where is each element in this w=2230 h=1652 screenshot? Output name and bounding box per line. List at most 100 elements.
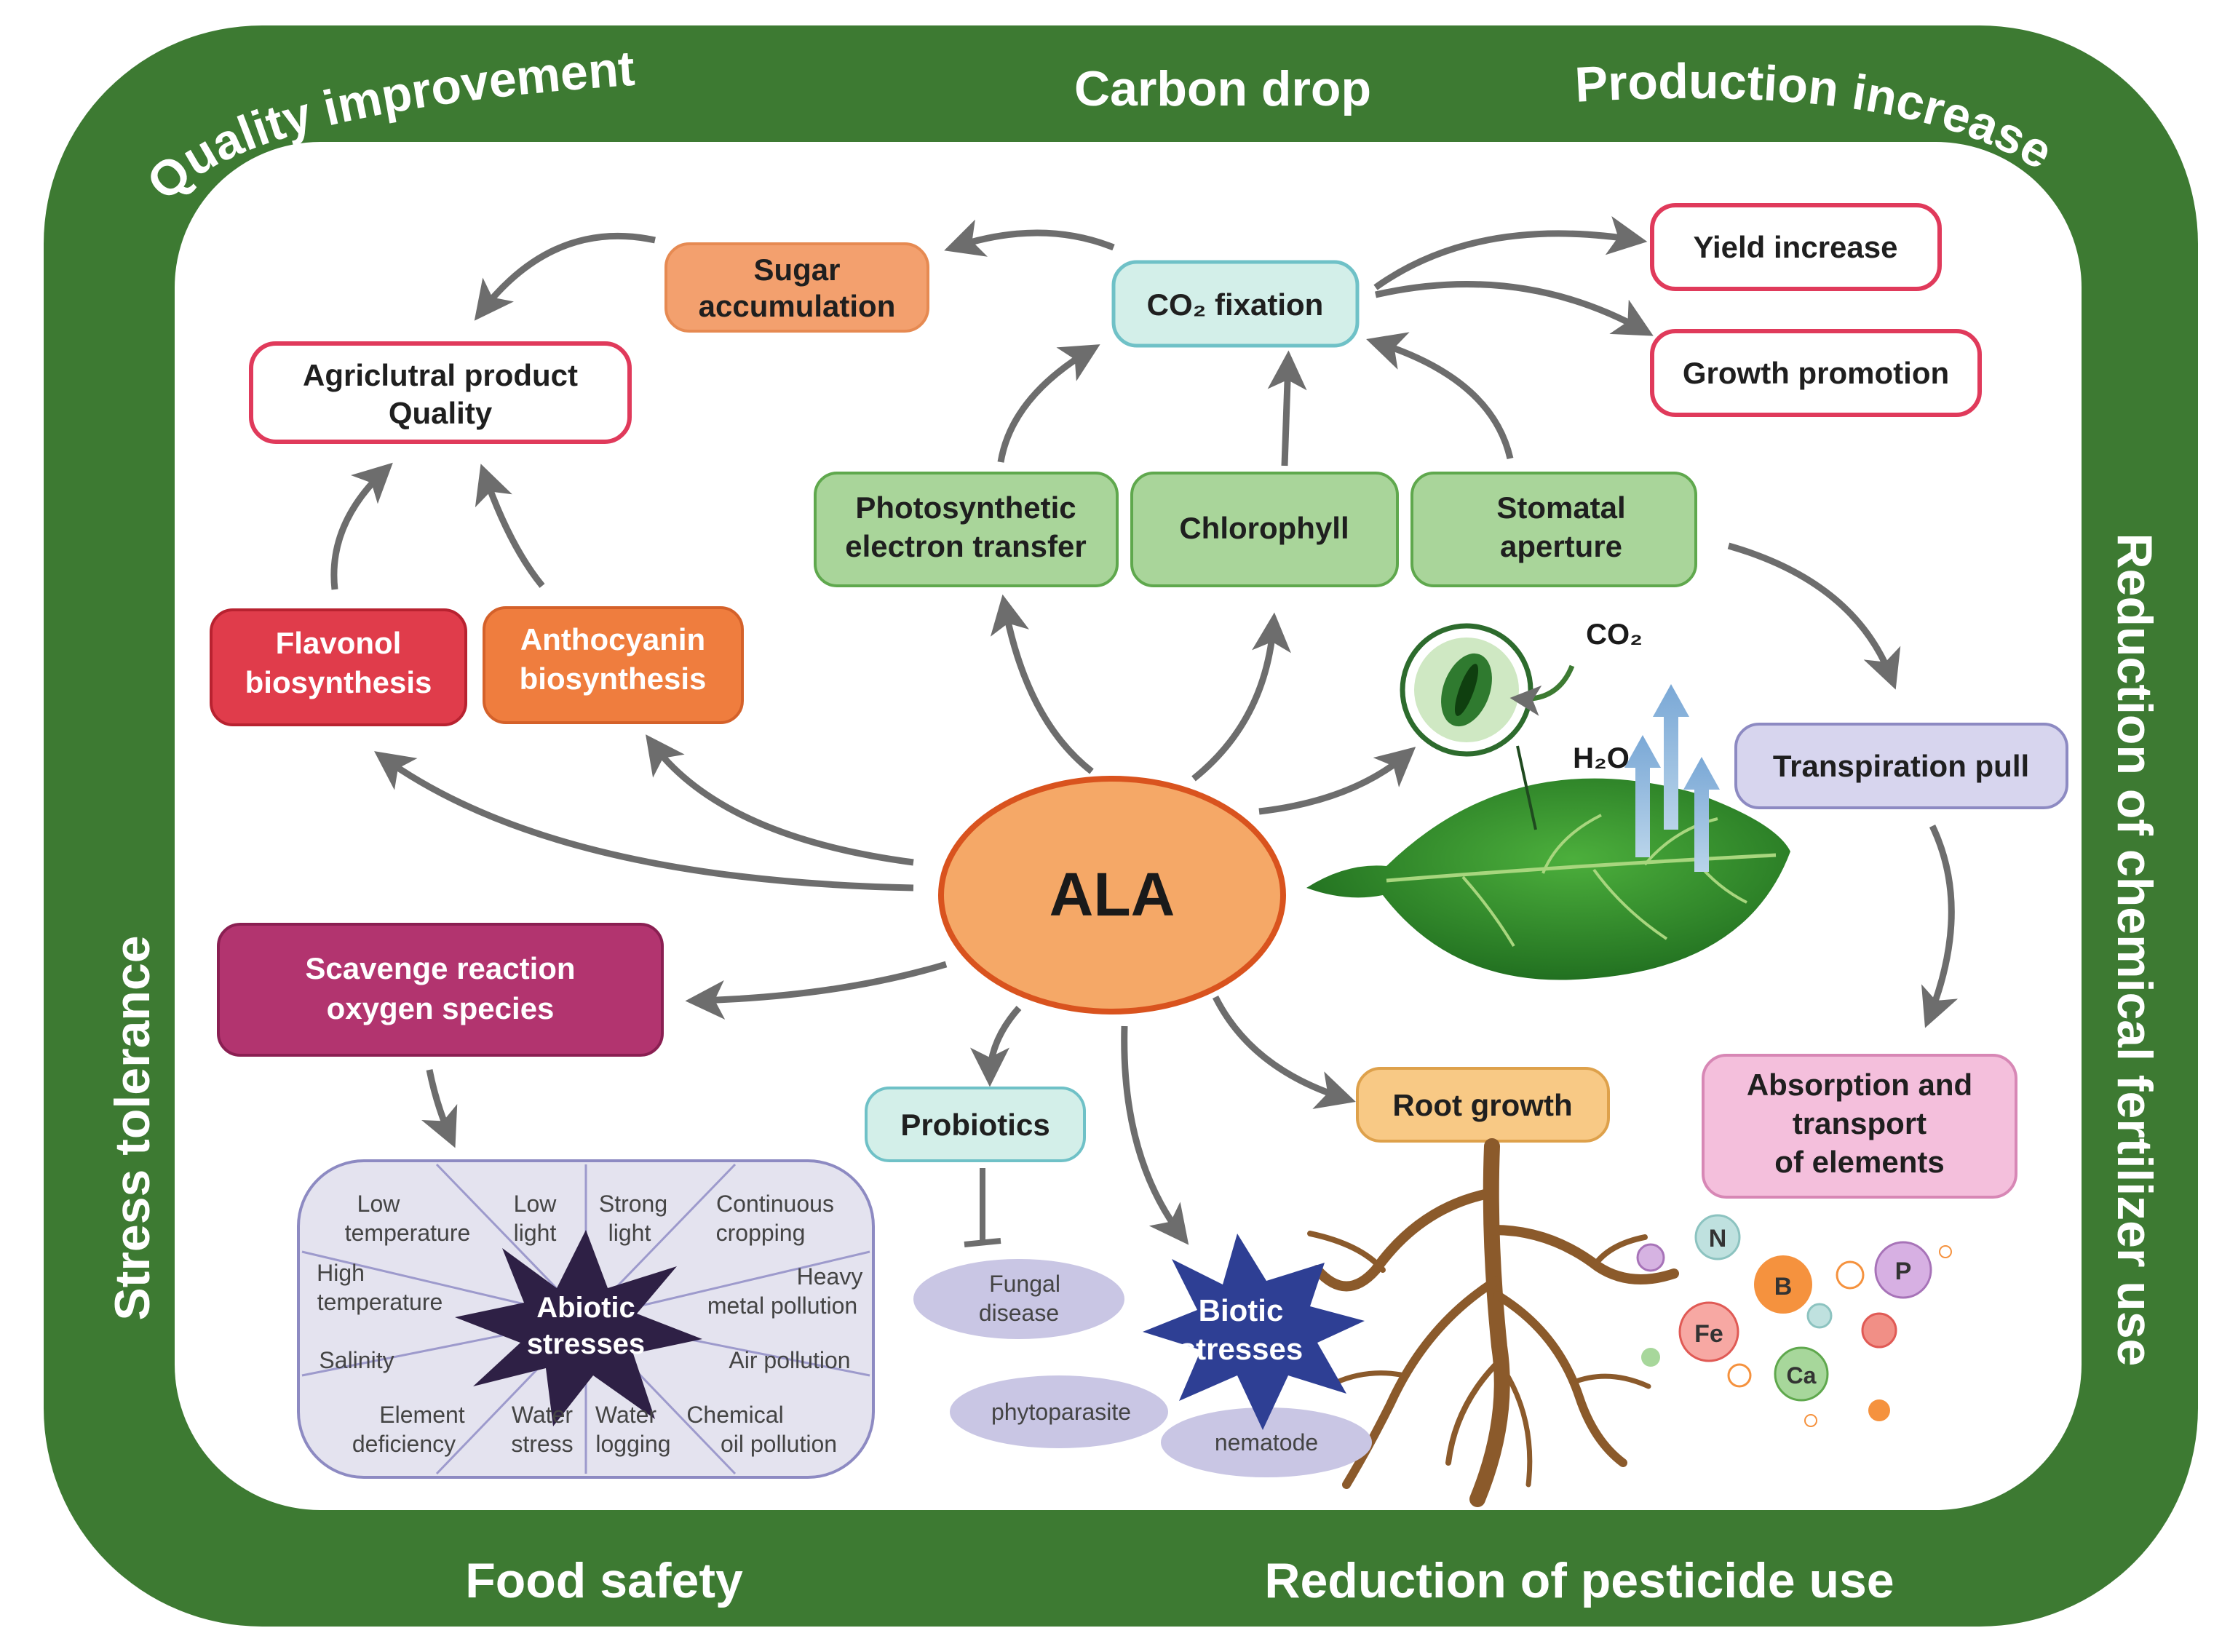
arrows bbox=[330, 215, 1959, 1247]
label-reduction-fertilizer: Reduction of chemical fertilizer use bbox=[2107, 533, 2162, 1367]
svg-text:Root growth: Root growth bbox=[1392, 1088, 1572, 1122]
svg-text:Water: Water bbox=[512, 1402, 574, 1428]
svg-text:biosynthesis: biosynthesis bbox=[520, 662, 707, 696]
svg-text:transport: transport bbox=[1793, 1106, 1927, 1140]
arrow-photo-to-co2 bbox=[997, 344, 1100, 463]
svg-text:accumulation: accumulation bbox=[699, 289, 896, 323]
arrow-stomatal-to-transpiration bbox=[1727, 542, 1901, 690]
svg-text:Probiotics: Probiotics bbox=[900, 1108, 1049, 1142]
svg-text:High: High bbox=[317, 1260, 365, 1286]
root-growth-node: Root growth bbox=[1356, 1067, 1610, 1143]
arrow-anthocyanin-to-quality bbox=[475, 464, 545, 588]
chlorophyll-node: Chlorophyll bbox=[1130, 472, 1399, 587]
svg-text:Low: Low bbox=[514, 1191, 558, 1217]
yield-increase-node: Yield increase bbox=[1650, 203, 1942, 291]
svg-text:stresses: stresses bbox=[527, 1328, 645, 1360]
svg-text:Photosynthetic: Photosynthetic bbox=[855, 491, 1076, 525]
svg-text:aperture: aperture bbox=[1500, 529, 1622, 563]
svg-text:biosynthesis: biosynthesis bbox=[245, 665, 432, 699]
element-fe: Fe bbox=[1694, 1320, 1723, 1348]
svg-text:temperature: temperature bbox=[317, 1289, 443, 1315]
svg-text:light: light bbox=[514, 1220, 557, 1246]
svg-text:Absorption and: Absorption and bbox=[1747, 1068, 1972, 1102]
svg-text:Abiotic: Abiotic bbox=[536, 1292, 635, 1324]
biotic-starburst bbox=[1143, 1234, 1365, 1430]
label-stress-tolerance: Stress tolerance bbox=[105, 935, 160, 1320]
arrow-co2-to-sugar bbox=[944, 219, 1115, 257]
arrow-co2-to-growth bbox=[1375, 281, 1654, 336]
arrow-ala-to-anthocyanin bbox=[646, 734, 914, 866]
h2o-label: H₂O bbox=[1573, 742, 1630, 774]
svg-text:Scavenge reaction: Scavenge reaction bbox=[305, 951, 575, 985]
scavenge-ros-node: Scavenge reaction oxygen species bbox=[217, 923, 664, 1057]
svg-text:Transpiration pull: Transpiration pull bbox=[1773, 749, 2029, 783]
svg-text:Sugar: Sugar bbox=[753, 253, 840, 287]
arrow-sugar-to-quality bbox=[474, 232, 656, 321]
svg-text:Stomatal: Stomatal bbox=[1496, 491, 1625, 525]
growth-promotion-node: Growth promotion bbox=[1650, 329, 1982, 417]
absorption-transport-node: Absorption and transport of elements bbox=[1702, 1054, 2017, 1199]
element-b: B bbox=[1774, 1273, 1793, 1300]
abiotic-starburst bbox=[455, 1230, 702, 1426]
svg-text:of elements: of elements bbox=[1774, 1145, 1944, 1179]
arrow-ala-to-stomata bbox=[1258, 747, 1416, 815]
fungal-label: Fungal bbox=[989, 1271, 1060, 1297]
roots-illustration bbox=[1307, 1138, 1679, 1507]
arrow-flavonol-to-quality bbox=[330, 462, 393, 590]
co2-label: CO₂ bbox=[1586, 619, 1643, 651]
photosynthetic-node: Photosynthetic electron transfer bbox=[814, 472, 1119, 587]
arrow-ala-to-biotic bbox=[1121, 1025, 1189, 1245]
svg-text:Continuous: Continuous bbox=[716, 1191, 834, 1217]
arrow-stomatal-to-co2 bbox=[1366, 332, 1514, 460]
svg-text:light: light bbox=[608, 1220, 651, 1246]
svg-text:metal pollution: metal pollution bbox=[707, 1292, 857, 1319]
co2-fixation-node: CO₂ fixation bbox=[1111, 260, 1360, 348]
abiotic-stresses-panel: Abiotic stresses Low temperature Low lig… bbox=[297, 1159, 875, 1479]
svg-text:electron transfer: electron transfer bbox=[845, 529, 1086, 563]
label-reduction-pesticide: Reduction of pesticide use bbox=[1264, 1553, 1894, 1608]
svg-text:Heavy: Heavy bbox=[797, 1263, 863, 1290]
svg-text:logging: logging bbox=[595, 1431, 670, 1457]
svg-text:ALA: ALA bbox=[1049, 860, 1175, 929]
phytoparasite-label: phytoparasite bbox=[991, 1399, 1131, 1425]
transpiration-pull-node: Transpiration pull bbox=[1734, 723, 2068, 809]
svg-text:disease: disease bbox=[979, 1300, 1059, 1326]
arrow-ala-to-scavenge bbox=[685, 961, 948, 1020]
flavonol-node: Flavonol biosynthesis bbox=[210, 608, 467, 726]
svg-text:cropping: cropping bbox=[716, 1220, 806, 1246]
svg-text:Anthocyanin: Anthocyanin bbox=[520, 622, 705, 656]
svg-text:Quality: Quality bbox=[389, 396, 493, 430]
svg-text:Strong: Strong bbox=[599, 1191, 667, 1217]
element-n: N bbox=[1709, 1225, 1727, 1252]
probiotics-node: Probiotics bbox=[865, 1087, 1086, 1162]
biotic-stresses-group: Fungal disease phytoparasite nematode Bi… bbox=[913, 1234, 1372, 1477]
svg-text:Growth promotion: Growth promotion bbox=[1683, 356, 1949, 390]
svg-text:Low: Low bbox=[357, 1191, 401, 1217]
arrow-scavenge-to-abiotic bbox=[421, 1069, 458, 1148]
nematode-label: nematode bbox=[1215, 1429, 1318, 1456]
element-balls: N B P Fe Ca bbox=[1636, 1214, 1952, 1427]
svg-text:stresses: stresses bbox=[1179, 1332, 1303, 1366]
svg-text:Agriclutral product: Agriclutral product bbox=[303, 358, 578, 392]
svg-text:oil pollution: oil pollution bbox=[721, 1431, 837, 1457]
arrow-chl-to-co2 bbox=[1267, 350, 1307, 466]
svg-text:Water: Water bbox=[595, 1402, 657, 1428]
label-carbon-drop: Carbon drop bbox=[1074, 61, 1371, 116]
inhibit-probiotics-fungal bbox=[964, 1168, 1001, 1247]
svg-text:CO₂ fixation: CO₂ fixation bbox=[1147, 287, 1324, 322]
svg-text:oxygen species: oxygen species bbox=[327, 991, 555, 1025]
svg-text:Chlorophyll: Chlorophyll bbox=[1179, 511, 1349, 545]
arrow-ala-to-chl bbox=[1191, 612, 1291, 782]
ala-node: ALA bbox=[938, 776, 1286, 1014]
svg-text:temperature: temperature bbox=[345, 1220, 471, 1246]
leaf-illustration: CO₂ H₂O bbox=[1306, 619, 1790, 980]
svg-text:Element: Element bbox=[379, 1402, 465, 1428]
element-p: P bbox=[1895, 1258, 1912, 1285]
svg-text:Air pollution: Air pollution bbox=[729, 1347, 850, 1373]
arrow-ala-to-photo bbox=[990, 594, 1094, 774]
label-food-safety: Food safety bbox=[465, 1553, 743, 1608]
element-ca: Ca bbox=[1787, 1362, 1817, 1389]
stomatal-aperture-node: Stomatal aperture bbox=[1410, 472, 1697, 587]
arrow-co2-to-yield bbox=[1373, 215, 1648, 290]
svg-text:Chemical: Chemical bbox=[686, 1402, 783, 1428]
